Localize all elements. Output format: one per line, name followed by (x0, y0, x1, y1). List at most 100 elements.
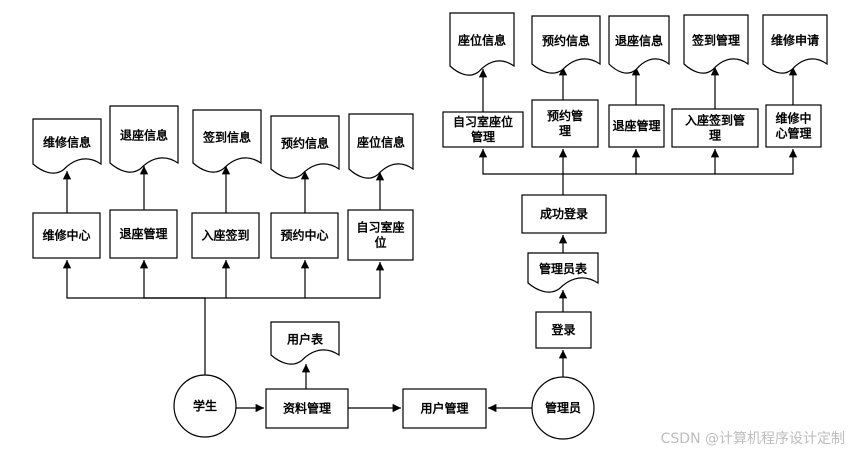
edge-student-to-repair_center (62, 260, 206, 375)
node-shape (608, 104, 665, 148)
node-shape (109, 105, 179, 173)
node-label: 退座信息 (120, 128, 168, 143)
node-repair-info-l: 维修信息 (32, 118, 102, 174)
node-shape (531, 15, 601, 74)
node-shape (109, 209, 178, 259)
node-shape (531, 99, 599, 148)
edge-login_ok-to-leave_mgmt_r (563, 149, 641, 175)
node-shape (270, 321, 340, 365)
edge-student-to-booking_center (226, 260, 310, 299)
node-label: 维修信息 (43, 135, 91, 150)
edge-student-to-checkin (205, 260, 231, 299)
node-shape (671, 108, 759, 148)
node-label: 理 (559, 124, 571, 138)
edge-student-to-study_seat (305, 262, 385, 299)
node-user-table: 用户表 (270, 321, 340, 365)
node-label: 心管理 (775, 126, 811, 141)
node-login-ok: 成功登录 (521, 194, 607, 234)
node-shape (531, 376, 595, 440)
node-label: 入座签到管 (685, 113, 745, 128)
node-shape (348, 113, 414, 179)
node-study-seat: 自习室座位 (347, 209, 414, 261)
node-label: 用户管理 (419, 401, 468, 416)
node-label: 登录 (550, 322, 575, 337)
node-shape (608, 15, 670, 74)
node-shape (449, 12, 515, 76)
node-label: 用户表 (286, 332, 324, 347)
nodes: 学生管理员资料管理用户管理用户表维修中心退座管理入座签到预约中心自习室座位维修信… (32, 12, 828, 440)
node-label: 管理员 (545, 400, 581, 415)
node-shape (270, 115, 340, 179)
node-label: 签到信息 (202, 130, 251, 145)
node-shape (683, 14, 749, 74)
node-profile-mgmt: 资料管理 (265, 388, 349, 429)
node-repair-request: 维修申请 (762, 14, 828, 74)
node-leave-mgmt: 退座管理 (109, 209, 178, 259)
node-seat-info-r: 座位信息 (449, 12, 515, 76)
node-label: 预约信息 (542, 33, 590, 48)
node-admin-table: 管理员表 (527, 252, 599, 293)
node-shape (173, 374, 237, 438)
node-repair-center: 维修中心 (32, 212, 101, 259)
node-leave-info-r: 退座信息 (608, 15, 670, 74)
node-shape (265, 388, 349, 429)
node-checkin: 入座签到 (191, 212, 260, 259)
node-label: 退座信息 (615, 33, 663, 48)
watermark-text: CSDN @计算机程序设计定制 (661, 431, 845, 447)
node-label: 座位信息 (457, 33, 506, 48)
node-leave-info-l: 退座信息 (109, 105, 179, 173)
node-shape (347, 209, 414, 261)
node-shape (535, 311, 592, 349)
node-shape (521, 194, 607, 234)
node-login: 登录 (535, 311, 592, 349)
node-shape (402, 388, 487, 429)
node-user-mgmt: 用户管理 (402, 388, 487, 429)
node-checkin-mgmt-doc: 签到管理 (683, 14, 749, 74)
node-booking-center: 预约中心 (270, 212, 339, 259)
node-label: 签到管理 (691, 33, 740, 48)
edge-login_ok-to-repair_center_mgmt (715, 149, 798, 175)
node-shape (765, 104, 822, 148)
node-label: 管理员表 (539, 261, 588, 276)
node-label: 预约信息 (281, 136, 329, 151)
node-label: 预约管 (547, 108, 583, 123)
node-label: 位 (374, 235, 386, 250)
node-label: 自习室座位 (453, 114, 513, 129)
node-label: 入座签到 (201, 228, 249, 243)
node-label: 退座管理 (119, 226, 167, 241)
node-shape (270, 212, 339, 259)
node-shape (527, 252, 599, 293)
node-label: 理 (709, 129, 721, 143)
node-label: 资料管理 (283, 401, 331, 416)
node-label: 管理 (471, 129, 495, 144)
node-label: 成功登录 (540, 206, 588, 221)
node-label: 座位信息 (356, 135, 405, 150)
node-label: 预约中心 (280, 228, 328, 243)
edge-login_ok-to-seat_mgmt (478, 149, 564, 195)
node-shape (191, 212, 260, 259)
node-booking-info-r: 预约信息 (531, 15, 601, 74)
node-shape (762, 14, 828, 74)
edge-student-to-leave_mgmt (139, 260, 205, 299)
edge-login_ok-to-checkin_mgmt (636, 149, 720, 175)
node-label: 退座管理 (612, 118, 660, 133)
node-shape (192, 109, 262, 173)
node-checkin-info-l: 签到信息 (192, 109, 262, 173)
node-shape (32, 118, 102, 174)
node-label: 自习室座 (356, 220, 404, 235)
node-label: 维修中 (775, 111, 811, 126)
node-label: 维修中心 (42, 228, 90, 243)
node-label: 学生 (193, 398, 217, 413)
node-shape (32, 212, 101, 259)
node-seat-info-l: 座位信息 (348, 113, 414, 179)
node-admin: 管理员 (531, 376, 595, 440)
node-shape (442, 111, 524, 148)
node-booking-info-l: 预约信息 (270, 115, 340, 179)
edges (62, 67, 798, 413)
node-label: 维修申请 (771, 33, 819, 48)
